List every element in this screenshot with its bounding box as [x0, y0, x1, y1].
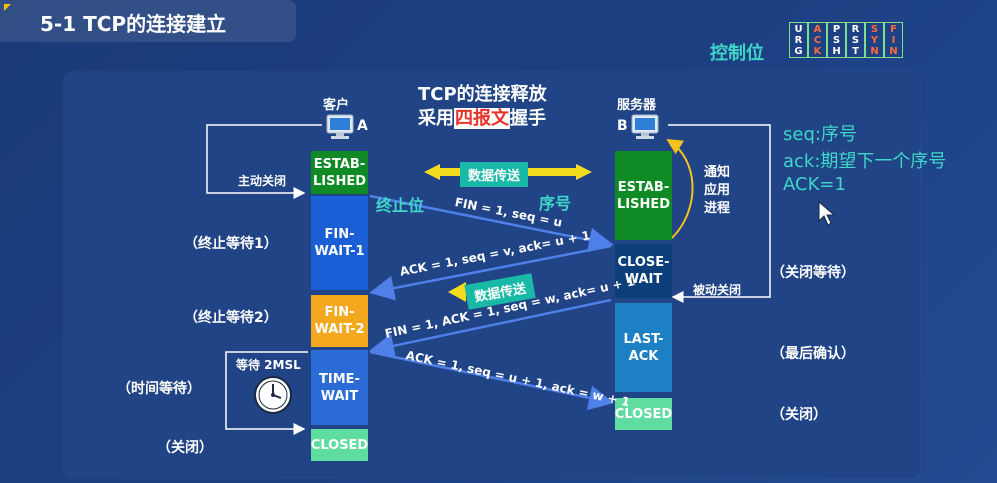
flag-char: S — [870, 23, 879, 35]
active-close-label: 主动关闭 — [238, 174, 287, 188]
flag-char: T — [852, 45, 859, 57]
state-line: LAST- — [623, 331, 664, 347]
client-id: A — [357, 118, 368, 134]
flag-char: F — [890, 23, 897, 35]
left-label-closed: （关闭） — [157, 440, 213, 456]
server-id: B — [617, 118, 628, 134]
note-ack: ack:期望下一个序号 — [783, 151, 947, 172]
state-line: WAIT — [624, 272, 663, 287]
annotation-seq: 序号 — [539, 194, 572, 213]
client-name: 客户 — [323, 98, 350, 113]
server-state-established: ESTAB-LISHED — [615, 151, 672, 240]
heading-pre: 采用 — [418, 108, 454, 129]
flag-char: G — [794, 45, 803, 57]
note-ack-flag: ACK=1 — [783, 174, 846, 195]
client-state-fin-wait-2: FIN- WAIT-2 — [311, 295, 368, 347]
client-computer-icon — [326, 114, 354, 139]
mouse-cursor-icon — [818, 201, 836, 226]
state-line: FIN- — [324, 305, 355, 320]
passive-close-label: 被动关闭 — [693, 283, 742, 297]
flag-char: Y — [870, 34, 879, 46]
title-corner-mark — [4, 4, 11, 11]
state-line: ESTAB- — [313, 156, 366, 172]
left-label-fin-wait-1: （终止等待1） — [184, 236, 278, 252]
annotation-fin-bit: 终止位 — [376, 196, 425, 215]
slide-title-bar — [0, 0, 296, 42]
flag-char: S — [851, 34, 860, 46]
left-label-time-wait: （时间等待） — [117, 381, 201, 397]
right-label-last-ack: （最后确认） — [771, 346, 855, 362]
notify-line: 应用 — [704, 183, 731, 198]
data-transfer-tag-1: 数据传送 — [460, 162, 529, 187]
state-line: WAIT — [320, 388, 359, 404]
client-state-time-wait: TIME-WAIT — [311, 350, 368, 425]
state-line: LISHED — [312, 173, 367, 189]
server-state-closed: CLOSED — [615, 398, 672, 430]
server-computer-icon — [631, 114, 659, 139]
state-line: WAIT-1 — [314, 244, 365, 259]
flag-char: R — [794, 34, 803, 46]
state-line: LISHED — [616, 196, 671, 212]
notify-line: 进程 — [704, 201, 731, 216]
flag-char: C — [813, 34, 822, 46]
flag-char: S — [832, 34, 841, 46]
server-state-last-ack: LAST-ACK — [615, 303, 672, 392]
left-label-fin-wait-2: （终止等待2） — [184, 310, 278, 326]
heading-post: 握手 — [510, 108, 546, 129]
state-line: ACK — [628, 348, 659, 364]
right-label-close-wait: （关闭等待） — [771, 265, 855, 281]
note-seq: seq:序号 — [783, 124, 857, 145]
slide-title: 5-1 TCP的连接建立 — [40, 12, 227, 36]
flag-char: N — [870, 45, 879, 57]
flag-char: I — [891, 34, 896, 46]
flag-char: R — [851, 23, 860, 35]
heading-highlight: 四报文 — [454, 108, 510, 129]
client-state-fin-wait-1: FIN- WAIT-1 — [311, 196, 368, 290]
client-state-established: ESTAB-LISHED — [311, 151, 368, 194]
wait-2msl-label: 等待 2MSL — [236, 358, 301, 372]
right-label-closed: （关闭） — [771, 407, 827, 423]
diagram-heading-line1: TCP的连接释放 — [418, 84, 547, 105]
flag-char: A — [813, 23, 822, 35]
flag-char: N — [889, 45, 898, 57]
state-line: WAIT-2 — [314, 322, 365, 337]
notify-app-label: 通知 应用 进程 — [704, 164, 730, 218]
state-line: CLOSED — [310, 437, 369, 453]
flag-char: H — [832, 45, 841, 57]
diagram-heading-line2: 采用四报文握手 — [418, 104, 546, 130]
client-state-closed: CLOSED — [311, 429, 368, 461]
notify-line: 通知 — [704, 165, 731, 180]
flag-char: P — [832, 23, 841, 35]
clock-icon — [254, 376, 292, 414]
state-line: CLOSE- — [617, 255, 670, 270]
flag-char: K — [813, 45, 822, 57]
control-bits-label: 控制位 — [710, 43, 764, 64]
server-name: 服务器 — [617, 98, 657, 113]
state-line: CLOSED — [614, 406, 673, 422]
server-state-close-wait: CLOSE- WAIT — [615, 244, 672, 298]
state-line: ESTAB- — [617, 179, 670, 195]
state-line: TIME- — [319, 371, 360, 387]
flag-char: U — [794, 23, 803, 35]
state-line: FIN- — [324, 227, 355, 242]
